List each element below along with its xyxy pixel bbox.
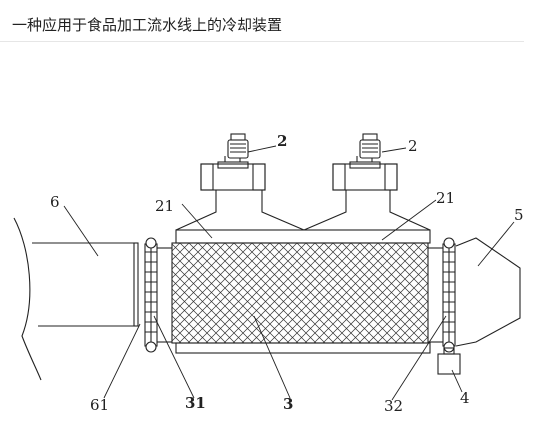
label-roller-right: 32	[384, 397, 403, 415]
label-fan-left: 2	[408, 137, 418, 155]
outlet-cone	[455, 237, 521, 347]
label-inlet-flange: 61	[90, 396, 109, 414]
title-divider	[0, 41, 524, 42]
label-roller-left: 31	[185, 394, 206, 412]
fan-unit-left	[200, 133, 266, 191]
hood-right	[303, 189, 431, 231]
label-motor-box: 4	[460, 389, 470, 407]
label-outlet-cone: 5	[514, 206, 524, 224]
fan-unit-right	[332, 133, 398, 191]
callout-labels: 2 2 21 21 6 5 61 31 3 32 4	[50, 132, 524, 415]
hood-left	[175, 189, 305, 231]
label-hood-left: 21	[155, 197, 174, 215]
label-belt: 3	[283, 395, 293, 413]
leader-lines	[63, 145, 515, 401]
label-hood-right: 21	[436, 189, 455, 207]
left-roller-frame	[144, 237, 172, 353]
right-roller-frame	[428, 237, 456, 353]
cooling-chamber	[171, 229, 431, 354]
label-inlet-duct: 6	[50, 193, 60, 211]
page-title: 一种应用于食品加工流水线上的冷却装置	[12, 16, 283, 34]
inlet-duct	[13, 217, 139, 381]
motor-box	[437, 347, 461, 375]
label-fan-right: 2	[277, 132, 287, 150]
